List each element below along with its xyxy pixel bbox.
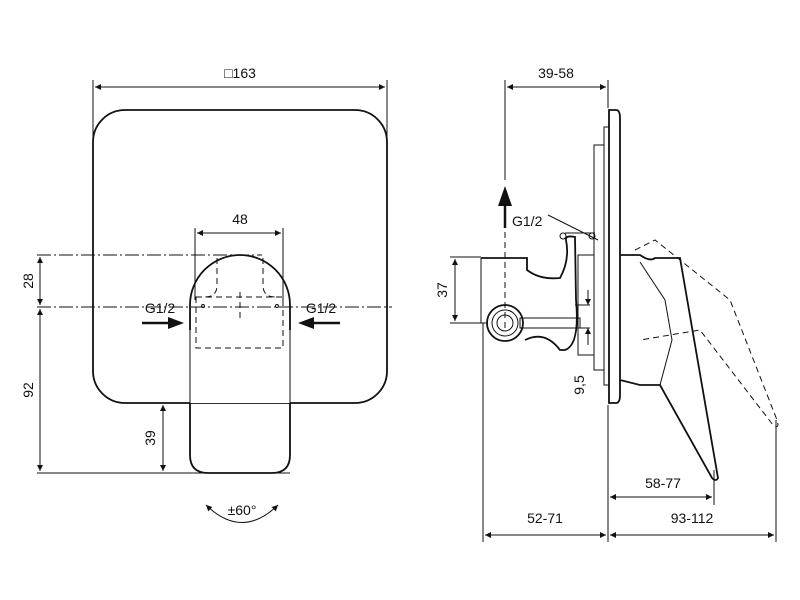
lever	[619, 254, 719, 481]
rotation-arrow-icon	[205, 504, 279, 523]
lever-rotated-outline	[634, 239, 779, 428]
body-height-dim-label: 37	[434, 282, 450, 298]
inlet-right-arrow-icon	[298, 317, 314, 329]
rotation-label: ±60°	[228, 502, 257, 518]
top-depth-dim-label: 39-58	[538, 65, 574, 81]
handle-bottom	[189, 403, 291, 474]
width-dim-label: □163	[224, 65, 256, 81]
side-view: 39-58 G1/2 37 9,5	[434, 65, 779, 542]
valve-body	[481, 235, 578, 351]
front-view: □163 48 28 92 39 G1/2	[20, 65, 392, 523]
offset-dim-label: 9,5	[571, 375, 587, 395]
body-depth-dim-label: 52-71	[527, 510, 563, 526]
handle-width-dim-label: 48	[232, 211, 248, 227]
inlet-left-label: G1/2	[145, 300, 176, 316]
outlet-label: G1/2	[512, 213, 543, 229]
total-height-dim-label: 92	[20, 382, 36, 398]
bottom-dim-label: 39	[142, 430, 158, 446]
inlet-left-arrow-icon	[168, 317, 184, 329]
lever-depth-dim-label: 58-77	[645, 475, 681, 491]
total-depth-dim-label: 93-112	[671, 510, 714, 526]
outlet-arrow-icon	[498, 186, 512, 206]
inlet-right-label: G1/2	[306, 300, 337, 316]
side-cover-plate	[608, 109, 621, 404]
upper-offset-dim-label: 28	[20, 273, 36, 289]
